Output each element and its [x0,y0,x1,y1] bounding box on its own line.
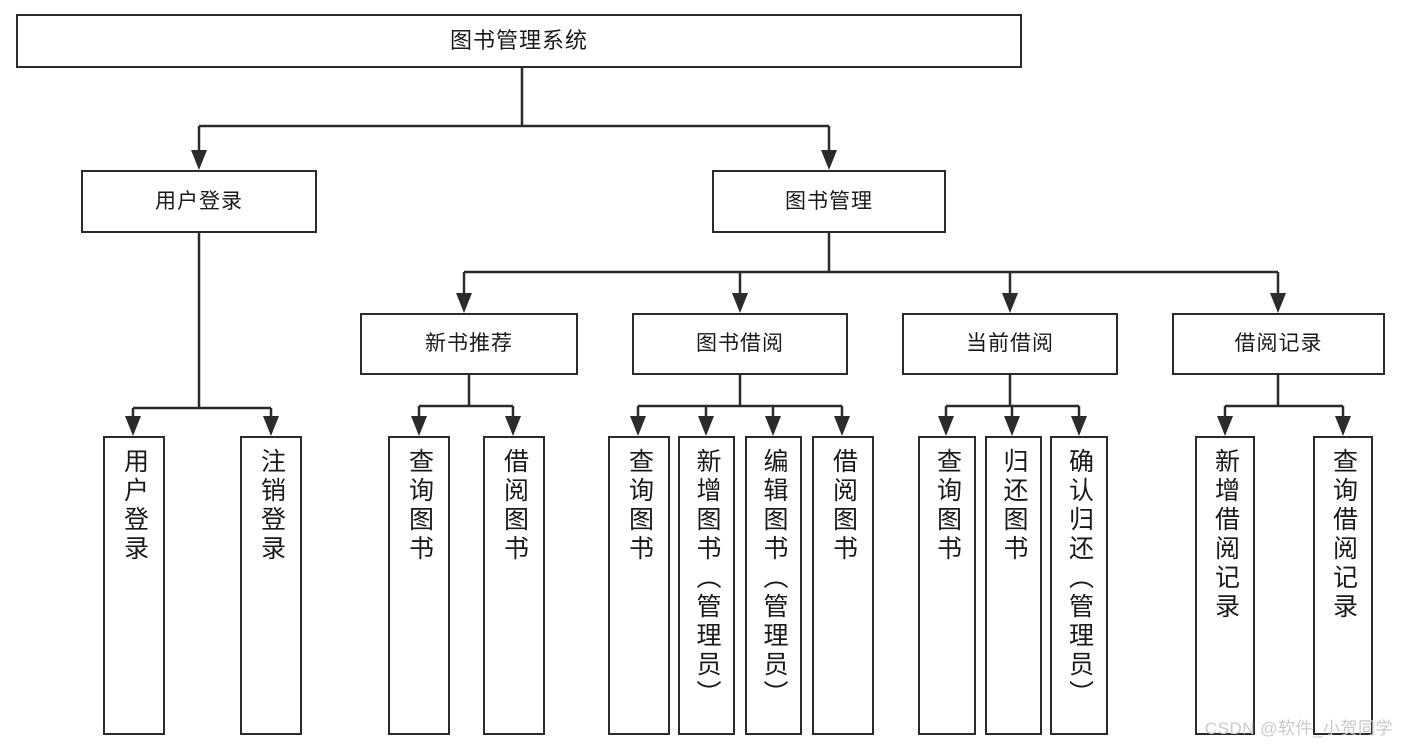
csdn-watermark: CSDN @软件_小贺同学 [1204,719,1393,738]
node-root-system[interactable]: 图书管理系统 [16,14,1022,68]
node-current-borrow[interactable]: 当前借阅 [902,313,1118,375]
node-label: 注销登录 [257,448,286,564]
node-borrow-record[interactable]: 借阅记录 [1172,313,1385,375]
leaf-query-book-recommend[interactable]: 查询图书 [388,436,450,735]
node-book-management[interactable]: 图书管理 [712,170,946,233]
leaf-logout[interactable]: 注销登录 [240,436,302,735]
node-label: 查询图书 [625,448,654,564]
leaf-return-book[interactable]: 归还图书 [985,436,1042,735]
node-label: 用户登录 [155,189,243,213]
leaf-query-book-current[interactable]: 查询图书 [918,436,976,735]
node-label: 当前借阅 [966,332,1054,356]
leaf-borrow-book-recommend[interactable]: 借阅图书 [483,436,545,735]
node-label: 新增图书（管理员） [693,448,721,709]
leaf-query-book-borrow[interactable]: 查询图书 [608,436,670,735]
node-label: 借阅图书 [829,448,858,564]
node-label: 查询借阅记录 [1329,448,1358,622]
node-label: 新书推荐 [425,332,513,356]
node-label: 新增借阅记录 [1211,448,1240,622]
node-label: 归还图书 [1000,448,1028,564]
node-label: 图书借阅 [696,332,784,356]
node-label: 图书管理 [785,189,873,213]
node-label: 查询图书 [405,448,434,564]
leaf-confirm-return-admin[interactable]: 确认归还（管理员） [1050,436,1108,735]
leaf-user-login[interactable]: 用户登录 [103,436,165,735]
node-label: 用户登录 [120,448,149,564]
leaf-add-borrow-record[interactable]: 新增借阅记录 [1195,436,1255,735]
node-label: 确认归还（管理员） [1065,448,1094,709]
node-new-book-recommend[interactable]: 新书推荐 [360,313,578,375]
leaf-borrow-book[interactable]: 借阅图书 [812,436,874,735]
node-label: 编辑图书（管理员） [760,448,788,709]
node-label: 图书管理系统 [449,27,588,53]
leaf-add-book-admin[interactable]: 新增图书（管理员） [678,436,735,735]
leaf-edit-book-admin[interactable]: 编辑图书（管理员） [745,436,802,735]
node-label: 查询图书 [933,448,962,564]
node-label: 借阅图书 [500,448,529,564]
node-user-login[interactable]: 用户登录 [81,170,317,233]
node-book-borrow[interactable]: 图书借阅 [632,313,848,375]
node-label: 借阅记录 [1234,332,1323,356]
leaf-query-borrow-record[interactable]: 查询借阅记录 [1313,436,1373,735]
